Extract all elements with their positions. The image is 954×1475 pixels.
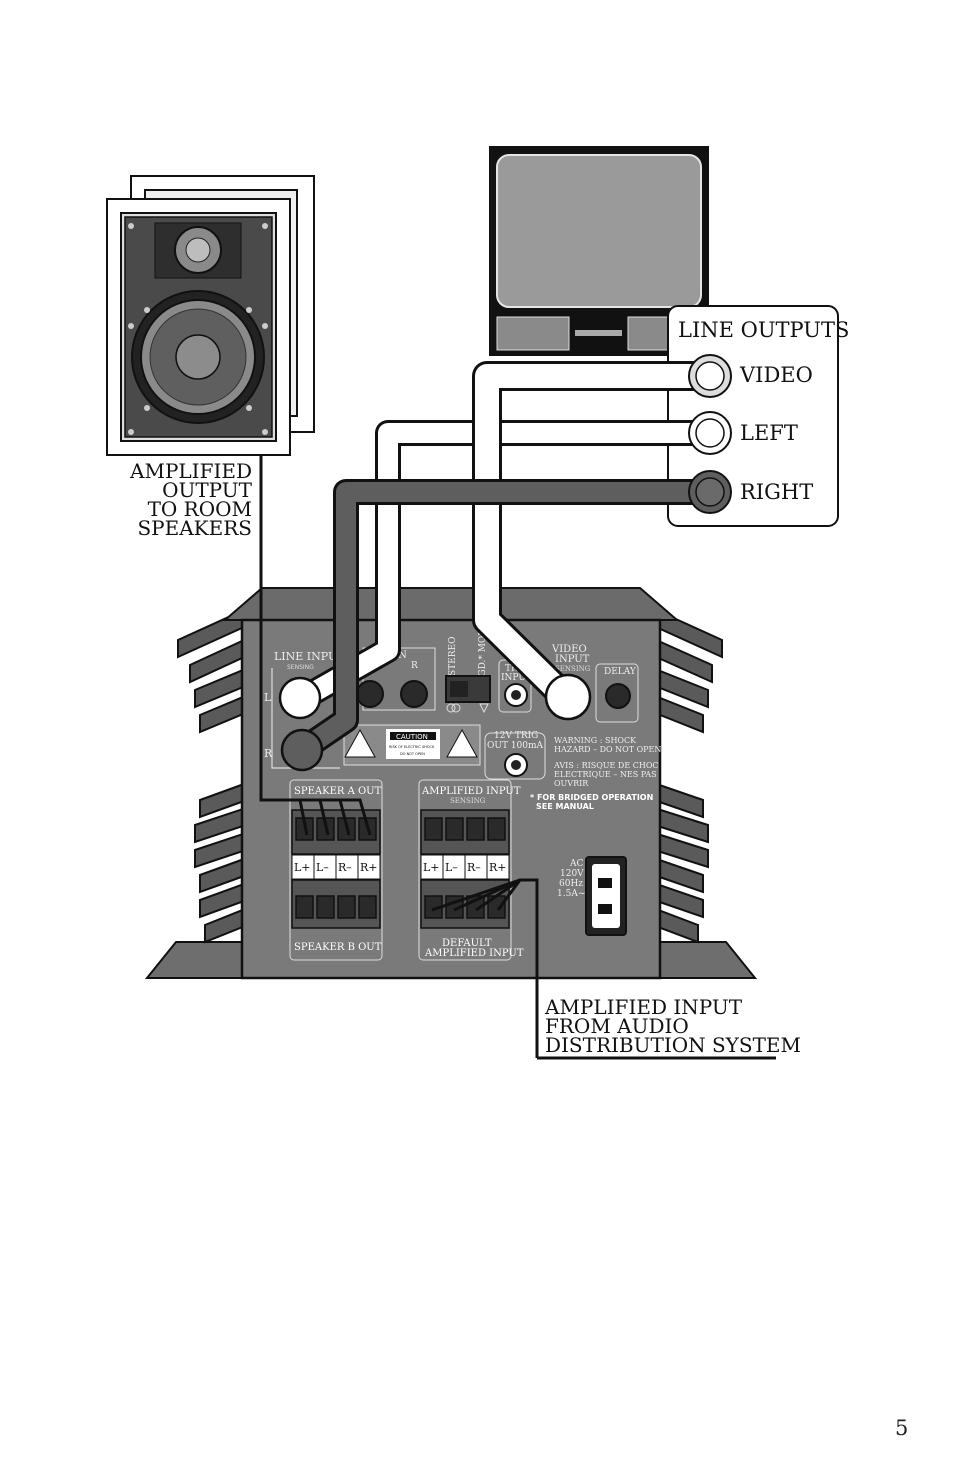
- video-input-label-1: VIDEO: [551, 644, 587, 655]
- delay-knob[interactable]: [605, 683, 631, 709]
- line-input-r-jack[interactable]: [280, 728, 324, 772]
- ac-label-4: 1.5A~: [557, 889, 585, 899]
- ac-label-2: 120V: [560, 869, 584, 879]
- term-a-rplus: R+: [360, 861, 378, 874]
- stereo-icon: [446, 703, 456, 713]
- stereo-label: STEREO: [448, 637, 458, 676]
- term-in-lminus: L–: [445, 861, 458, 874]
- right-audio-cable-fill: [296, 482, 710, 759]
- term-a-lplus: L+: [294, 861, 311, 874]
- brgd-mono-label: BRGD.* MONO: [478, 620, 488, 690]
- amp-in-line-3: DISTRIBUTION SYSTEM: [545, 1033, 801, 1057]
- default-amp-input-label: AMPLIFIED INPUT: [424, 948, 524, 959]
- amp-out-line-3: TO ROOM: [148, 497, 252, 521]
- stereo-icon-b: [451, 703, 461, 713]
- gain-l-knob[interactable]: [356, 680, 384, 708]
- mono-triangle-icon: [479, 703, 489, 714]
- video-input-sensing: SENSING: [555, 665, 591, 673]
- warning-line-2: HAZARD – DO NOT OPEN: [554, 745, 661, 754]
- amplified-input-sensing: SENSING: [450, 797, 486, 805]
- video-output-label: VIDEO: [739, 363, 813, 387]
- trig-input-jack-center: [511, 690, 521, 700]
- amplified-input-callout: AMPLIFIED INPUT FROM AUDIO DISTRIBUTION …: [544, 995, 801, 1057]
- caution-label-block: [343, 724, 481, 766]
- gain-r-knob[interactable]: [400, 680, 428, 708]
- ac-label-3: 60Hz: [559, 879, 583, 889]
- speaker-b-terminal-block[interactable]: [291, 879, 381, 929]
- left-output-jack[interactable]: [688, 411, 732, 455]
- term-in-rminus: R–: [467, 861, 481, 874]
- bridged-note-2: SEE MANUAL: [536, 802, 594, 811]
- right-output-label: RIGHT: [740, 480, 813, 504]
- video-output-jack[interactable]: [688, 354, 732, 398]
- amplified-input-label: AMPLIFIED INPUT: [421, 786, 521, 797]
- right-output-jack[interactable]: [688, 470, 732, 514]
- page-number: 5: [895, 1416, 909, 1440]
- amp-out-line-4: SPEAKERS: [137, 516, 252, 540]
- default-label: DEFAULT: [442, 938, 492, 949]
- line-input-sensing: SENSING: [287, 664, 314, 671]
- jack-l-label: L: [264, 691, 272, 704]
- trig-out-frame: [484, 732, 546, 780]
- gain-r-label: R: [411, 661, 418, 671]
- video-input-label-2: INPUT: [555, 654, 590, 665]
- warning-line-1: WARNING : SHOCK: [554, 736, 637, 745]
- term-a-lminus: L–: [316, 861, 329, 874]
- caution-sub-2: DO NOT OPEN: [400, 752, 425, 756]
- amp-input-wire: [431, 878, 776, 1060]
- left-output-label: LEFT: [740, 421, 798, 445]
- trig-input-label-2: INPUT: [501, 673, 532, 683]
- trig-out-label-2: OUT 100mA: [487, 741, 544, 751]
- delay-frame: [595, 663, 639, 723]
- speaker-terminal-labels: [291, 854, 381, 880]
- term-in-rplus: R+: [489, 861, 507, 874]
- trig-out-jack-center: [511, 760, 521, 770]
- speaker-a-out-label: SPEAKER A OUT: [294, 786, 382, 797]
- avis-line-2: ELECTRIQUE – NES PAS: [554, 770, 657, 779]
- term-in-lplus: L+: [423, 861, 440, 874]
- in-wall-speaker-pair: [106, 175, 315, 456]
- speaker-a-frame: [289, 779, 383, 961]
- caution-title: CAUTION: [396, 733, 428, 741]
- line-outputs-title: LINE OUTPUTS: [678, 318, 849, 342]
- jack-r-label: R: [264, 747, 273, 760]
- switch-slider: [450, 681, 468, 697]
- amp-in-line-2: FROM AUDIO: [545, 1014, 689, 1038]
- video-input-jack[interactable]: [544, 673, 592, 721]
- amp-in-line-1: AMPLIFIED INPUT: [544, 995, 743, 1019]
- line-input-l-jack[interactable]: [278, 676, 322, 720]
- amp-out-line-1: AMPLIFIED: [129, 459, 252, 483]
- bridged-note-1: * FOR BRIDGED OPERATION: [530, 793, 653, 802]
- trig-out-label-1: 12V TRIG: [494, 731, 538, 741]
- avis-line-3: OUVRIR: [554, 779, 589, 788]
- caution-sub-1: RISK OF ELECTRIC SHOCK: [389, 745, 435, 749]
- ac-power-inlet[interactable]: [585, 856, 627, 936]
- delay-label: DELAY: [604, 667, 637, 677]
- line-input-label: LINE INPUT: [274, 650, 345, 663]
- ac-label-1: AC: [569, 859, 583, 869]
- term-a-rminus: R–: [338, 861, 352, 874]
- amp-input-terminal-labels: [420, 854, 510, 880]
- speaker-b-out-label: SPEAKER B OUT: [294, 942, 382, 953]
- amp-input-terminal-block[interactable]: [420, 809, 510, 855]
- avis-line-1: AVIS : RISQUE DE CHOC: [553, 761, 659, 770]
- amp-out-line-2: OUTPUT: [162, 478, 253, 502]
- amplified-output-callout: AMPLIFIED OUTPUT TO ROOM SPEAKERS: [129, 459, 253, 540]
- amp-input-frame: [418, 779, 512, 961]
- speaker-wire: [259, 455, 372, 836]
